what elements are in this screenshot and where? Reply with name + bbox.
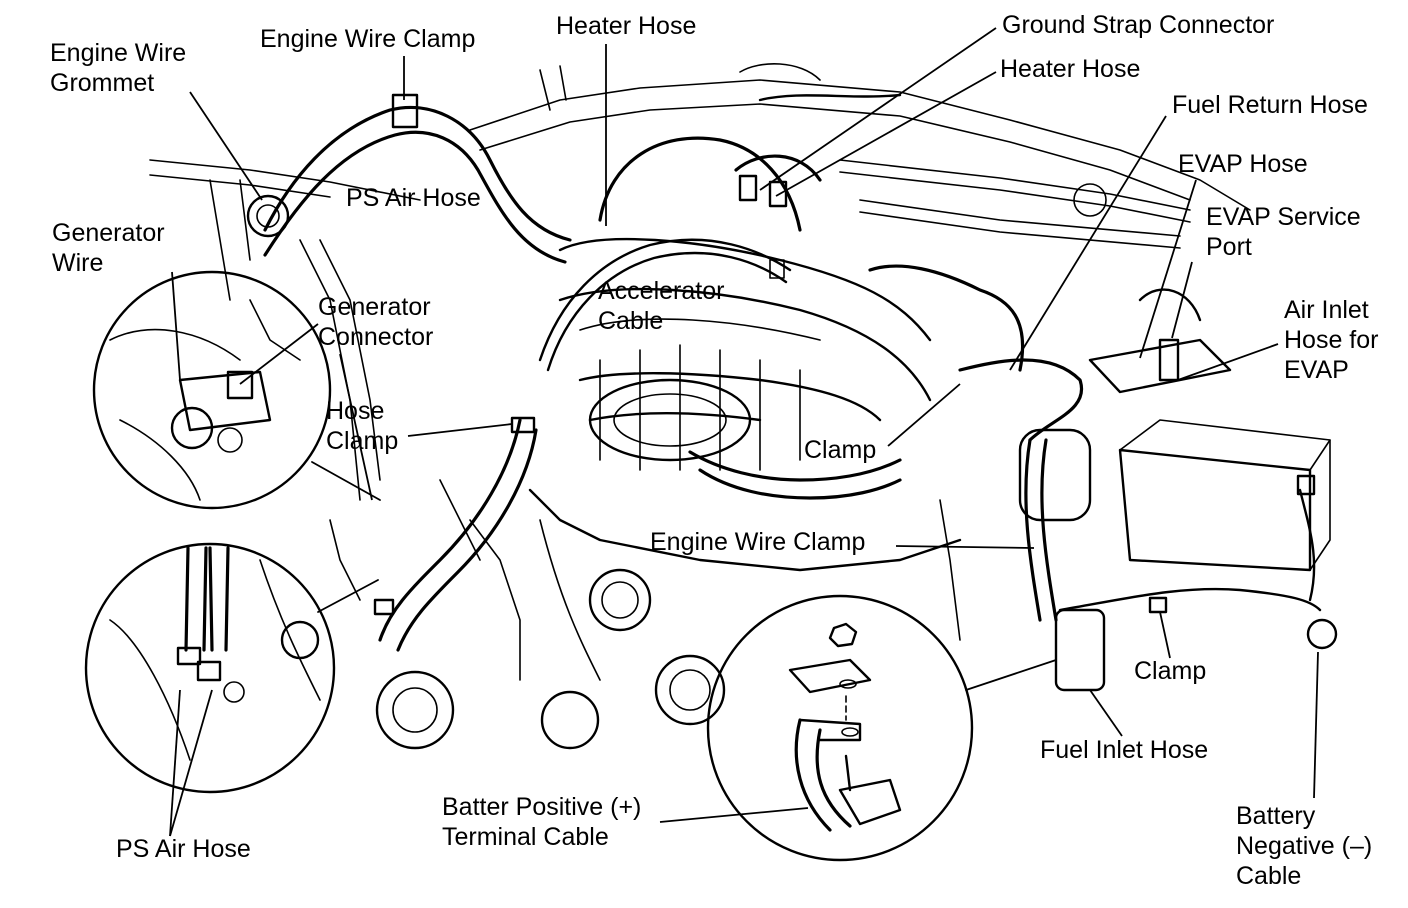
label-clamp-center: Clamp [804, 436, 877, 464]
label-line: Engine Wire [50, 39, 187, 67]
label-air-inlet-hose-evap: Air Inlet Hose for EVAP [1284, 295, 1378, 385]
label-accelerator-cable: Accelerator Cable [598, 276, 724, 336]
label-clamp-right: Clamp [1134, 657, 1207, 685]
label-engine-wire-clamp-mid: Engine Wire Clamp [650, 528, 866, 556]
label-ps-air-hose-top: PS Air Hose [346, 184, 481, 212]
label-line: Hose for [1284, 326, 1379, 354]
label-line: Batter Positive (+) [442, 793, 642, 821]
label-line: Port [1206, 233, 1252, 261]
label-line: Generator [52, 219, 165, 247]
battery-terminal-detail-circle [706, 594, 1057, 862]
label-fuel-inlet-hose: Fuel Inlet Hose [1040, 736, 1209, 764]
leader-lines [169, 27, 1319, 837]
label-line: Generator [318, 293, 431, 321]
label-line: Accelerator [598, 277, 725, 305]
label-fuel-return-hose: Fuel Return Hose [1172, 91, 1368, 119]
label-line: EVAP Service [1206, 203, 1361, 231]
label-heater-hose-right: Heater Hose [1000, 55, 1141, 83]
engine-artwork [149, 63, 1338, 750]
label-line: Terminal Cable [442, 823, 609, 851]
generator-detail-circle [92, 270, 381, 510]
label-heater-hose-top: Heater Hose [556, 12, 697, 40]
label-battery-negative-cable: Battery Negative (–) Cable [1236, 801, 1372, 891]
label-line: Negative (–) [1236, 832, 1373, 860]
label-line: Wire [52, 249, 104, 277]
ps-air-hose-detail-circle [84, 542, 379, 794]
label-battery-positive-cable: Batter Positive (+) Terminal Cable [442, 792, 641, 852]
label-line: Connector [318, 323, 434, 351]
label-line: EVAP [1284, 356, 1349, 384]
label-ps-air-hose-bottom: PS Air Hose [116, 835, 251, 863]
label-ground-strap-connector: Ground Strap Connector [1002, 11, 1275, 39]
label-evap-hose: EVAP Hose [1178, 150, 1308, 178]
label-line: Grommet [50, 69, 155, 97]
label-line: Battery [1236, 802, 1316, 830]
label-line: Air Inlet [1284, 296, 1369, 324]
label-line: Cable [598, 307, 664, 335]
label-line: Clamp [326, 427, 399, 455]
label-generator-connector: Generator Connector [318, 292, 433, 352]
label-generator-wire: Generator Wire [52, 218, 165, 278]
label-engine-wire-clamp-top: Engine Wire Clamp [260, 25, 476, 53]
label-line: Hose [326, 397, 385, 425]
label-line: Cable [1236, 862, 1302, 890]
label-engine-wire-grommet: Engine Wire Grommet [50, 38, 186, 98]
label-evap-service-port: EVAP Service Port [1206, 202, 1361, 262]
label-hose-clamp: Hose Clamp [326, 396, 398, 456]
